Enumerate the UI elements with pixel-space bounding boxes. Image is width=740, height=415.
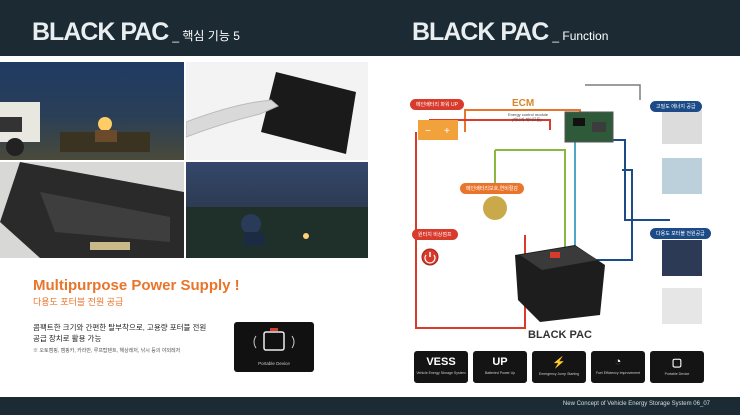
icon-portable: ▢Portable Device [650,351,704,383]
subheadline: 다용도 포터블 전원 공급 [33,297,124,307]
portable-device-badge: Portable Device [234,322,314,372]
top-bar [0,0,740,56]
label-multi-supply: 다용도 포터블 전원공급 [650,228,711,239]
body-text: 콤팩트한 크기와 간편한 탈부착으로, 고용량 포터블 전원공급 장치로 활용 … [33,323,207,343]
header-subtitle: _ 핵심 기능 5 [172,29,240,43]
photo-campfire [186,162,368,258]
bottom-bar [0,397,740,415]
tablet-photo [662,158,702,194]
portable-device-icon [253,328,295,351]
camping-thumb [662,240,702,276]
photo-laptop [0,162,184,258]
function-diagram: − + [415,84,702,329]
portable-device-caption: Portable Device [258,361,290,366]
right-page-header: BLACK PAC_ Function [412,18,608,47]
photo-phone-charging [186,62,368,160]
footer-text: New Concept of Vehicle Energy Storage Sy… [562,401,710,407]
battery-icon [418,120,458,140]
phone-thumb [662,288,702,324]
headline: Multipurpose Power Supply ! [33,277,240,294]
icon-fuel: ◔Fuel Efficiency Improvement [591,351,645,383]
product-name: BLACK PAC [528,329,592,341]
label-emergency: 원터치 비상점프 [412,229,458,240]
label-main-battery: 메인배터리 파워 UP [410,99,464,110]
ecm-title: ECM [512,98,535,109]
label-battery-protect: 메인배터리보호,연비절감 [460,183,524,194]
svg-text:−: − [425,126,431,137]
brand-title: BLACK PAC [32,18,169,46]
ecm-board [564,111,614,143]
header-subtitle: _ Function [552,29,609,43]
cable-photo [483,196,507,220]
ecm-desc-1: Energy control module [508,112,549,117]
label-hq-supply: 고밀도 에너지 공급 [650,101,702,112]
left-page-header: BLACK PAC_ 핵심 기능 5 [32,18,240,47]
note-text: ※ 오토캠핑, 캠핑카, 카라반, 루프탑텐트, 해상레저, 낚시 등의 야외레… [33,348,181,354]
photo-camping-night [0,62,184,160]
svg-text:+: + [444,126,450,137]
icon-jump: ⚡Emergency Jump Starting [532,351,586,383]
ecm-desc-2: (에너지 제어모듈) [512,117,542,122]
brand-title: BLACK PAC [412,18,549,46]
dashcam-photo [662,110,702,144]
